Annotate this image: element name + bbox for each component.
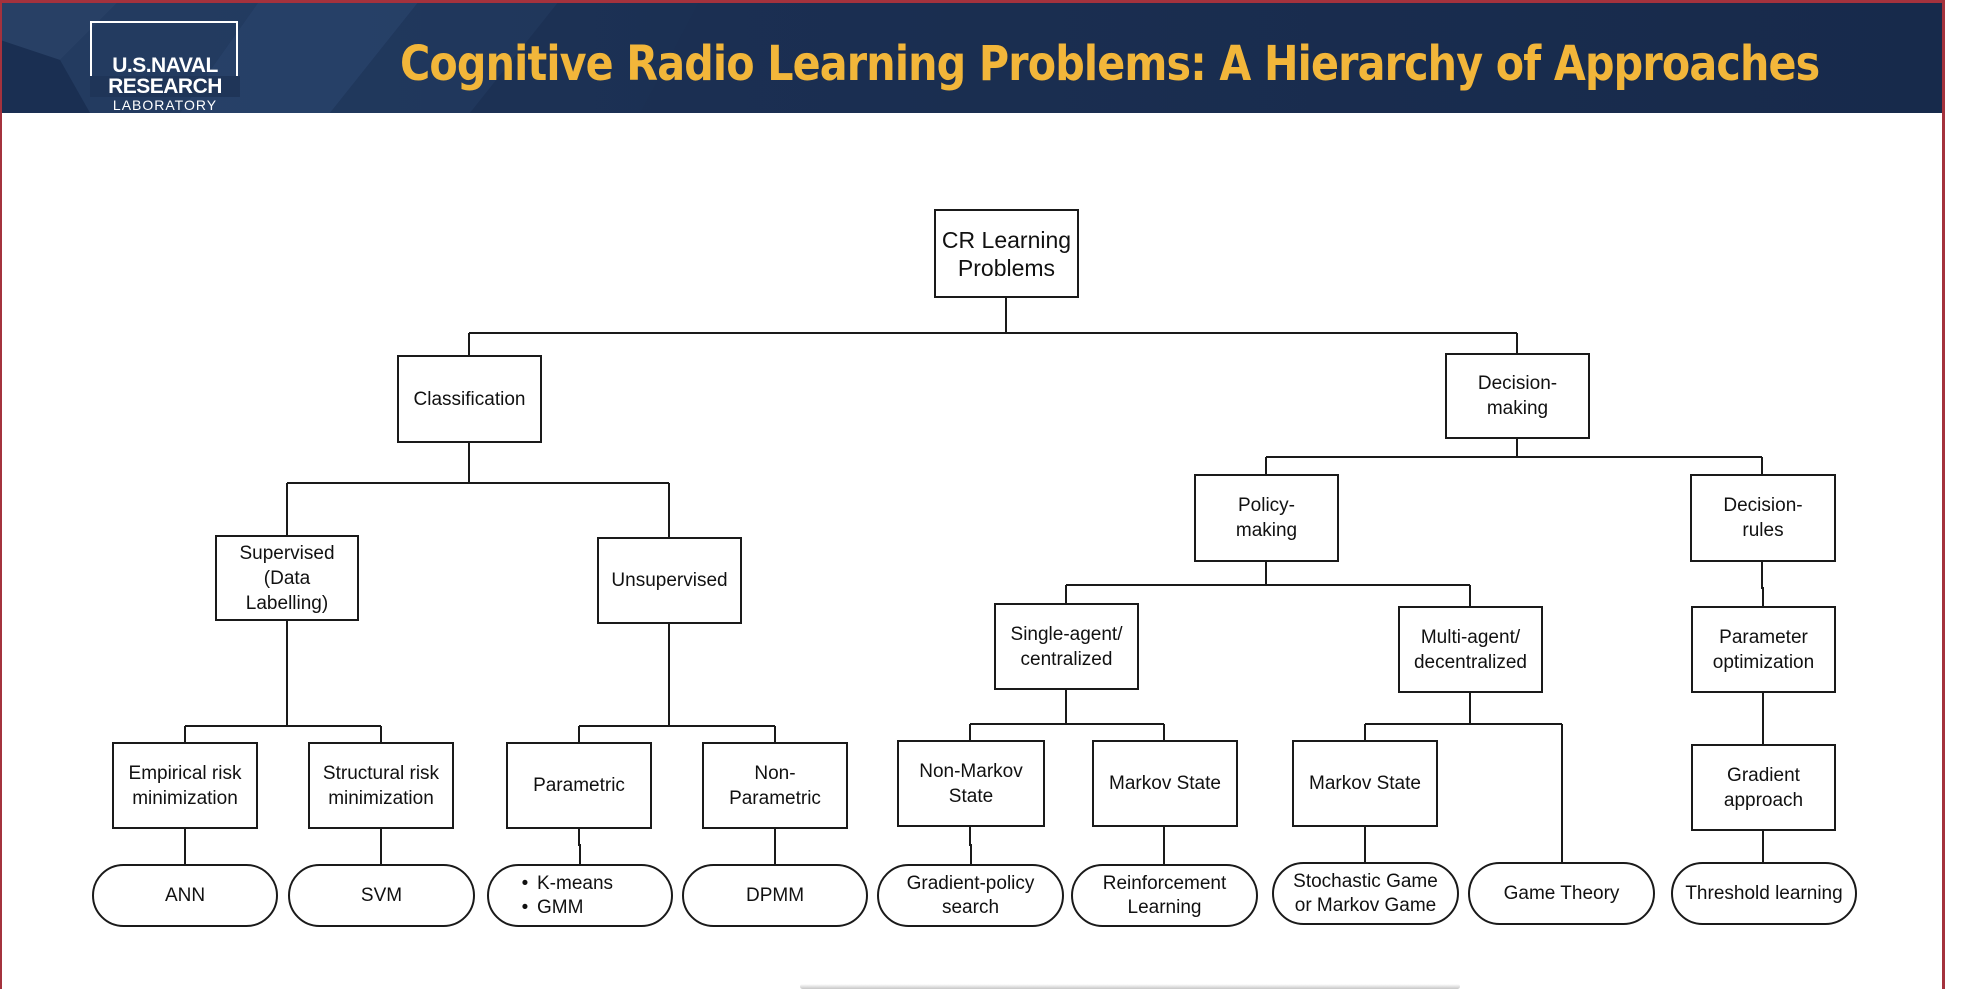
- connector-root: [468, 298, 1518, 355]
- connector-policy-making: [1065, 562, 1471, 606]
- leaf-reinforcement-learning: Reinforcement Learning: [1071, 864, 1258, 927]
- connector-decision-rules: [1761, 562, 1764, 606]
- right-accent-line: [1942, 0, 1945, 989]
- node-parametric: Parametric: [506, 742, 652, 829]
- node-markov-state-single: Markov State: [1092, 740, 1238, 827]
- connector-classification: [286, 443, 670, 537]
- node-non-markov-state: Non-Markov State: [897, 740, 1045, 827]
- bottom-shadow: [800, 984, 1460, 989]
- connector-single-agent: [969, 690, 1165, 740]
- node-classification: Classification: [397, 355, 542, 443]
- node-structural-risk-minimization: Structural risk minimization: [308, 742, 454, 829]
- leaf-ann: ANN: [92, 864, 278, 927]
- leaf-gmm: GMM: [513, 896, 583, 920]
- connector-supervised: [184, 620, 382, 742]
- node-unsupervised: Unsupervised: [597, 537, 742, 624]
- header-banner: U.S.NAVAL RESEARCH LABORATORY Cognitive …: [0, 0, 1942, 113]
- left-accent-line: [0, 0, 2, 989]
- node-multi-agent: Multi-agent/ decentralized: [1398, 606, 1543, 693]
- connector-unsupervised: [578, 623, 776, 742]
- connector-single-agent-leaves: [969, 827, 1165, 864]
- leaf-svm: SVM: [288, 864, 475, 927]
- slide-title: Cognitive Radio Learning Problems: A Hie…: [400, 36, 1820, 92]
- node-cr-learning-problems: CR Learning Problems: [934, 209, 1079, 298]
- node-markov-state-multi: Markov State: [1292, 740, 1438, 827]
- leaf-kmeans: K-means: [513, 872, 613, 896]
- connector-unsupervised-leaves: [578, 828, 776, 864]
- logo-text-line3: LABORATORY: [112, 97, 218, 113]
- node-policy-making: Policy- making: [1194, 474, 1339, 562]
- logo-text-line1: U.S.NAVAL: [112, 54, 218, 77]
- connector-decision-making: [1265, 438, 1763, 474]
- node-gradient-approach: Gradient approach: [1691, 744, 1836, 831]
- connector-supervised-leaves: [184, 828, 382, 864]
- node-non-parametric: Non- Parametric: [702, 742, 848, 829]
- leaf-stochastic-game: Stochastic Game or Markov Game: [1272, 862, 1459, 925]
- leaf-game-theory: Game Theory: [1468, 862, 1655, 925]
- top-accent-line: [0, 0, 1942, 3]
- node-parameter-optimization: Parameter optimization: [1691, 606, 1836, 693]
- node-supervised: Supervised (Data Labelling): [215, 535, 359, 621]
- node-decision-making: Decision- making: [1445, 353, 1590, 439]
- leaf-gradient-policy-search: Gradient-policy search: [877, 864, 1064, 927]
- node-single-agent: Single-agent/ centralized: [994, 603, 1139, 690]
- leaf-threshold-learning: Threshold learning: [1671, 862, 1857, 925]
- right-margin: [1942, 0, 1979, 989]
- connector-multi-agent: [1364, 693, 1563, 864]
- leaf-dpmm: DPMM: [682, 864, 868, 927]
- leaf-clustering-list: K-means GMM: [487, 864, 673, 927]
- nrl-logo: U.S.NAVAL RESEARCH LABORATORY: [90, 21, 240, 113]
- logo-text-line2: RESEARCH: [90, 76, 240, 97]
- node-empirical-risk-minimization: Empirical risk minimization: [112, 742, 258, 829]
- node-decision-rules: Decision- rules: [1690, 474, 1836, 562]
